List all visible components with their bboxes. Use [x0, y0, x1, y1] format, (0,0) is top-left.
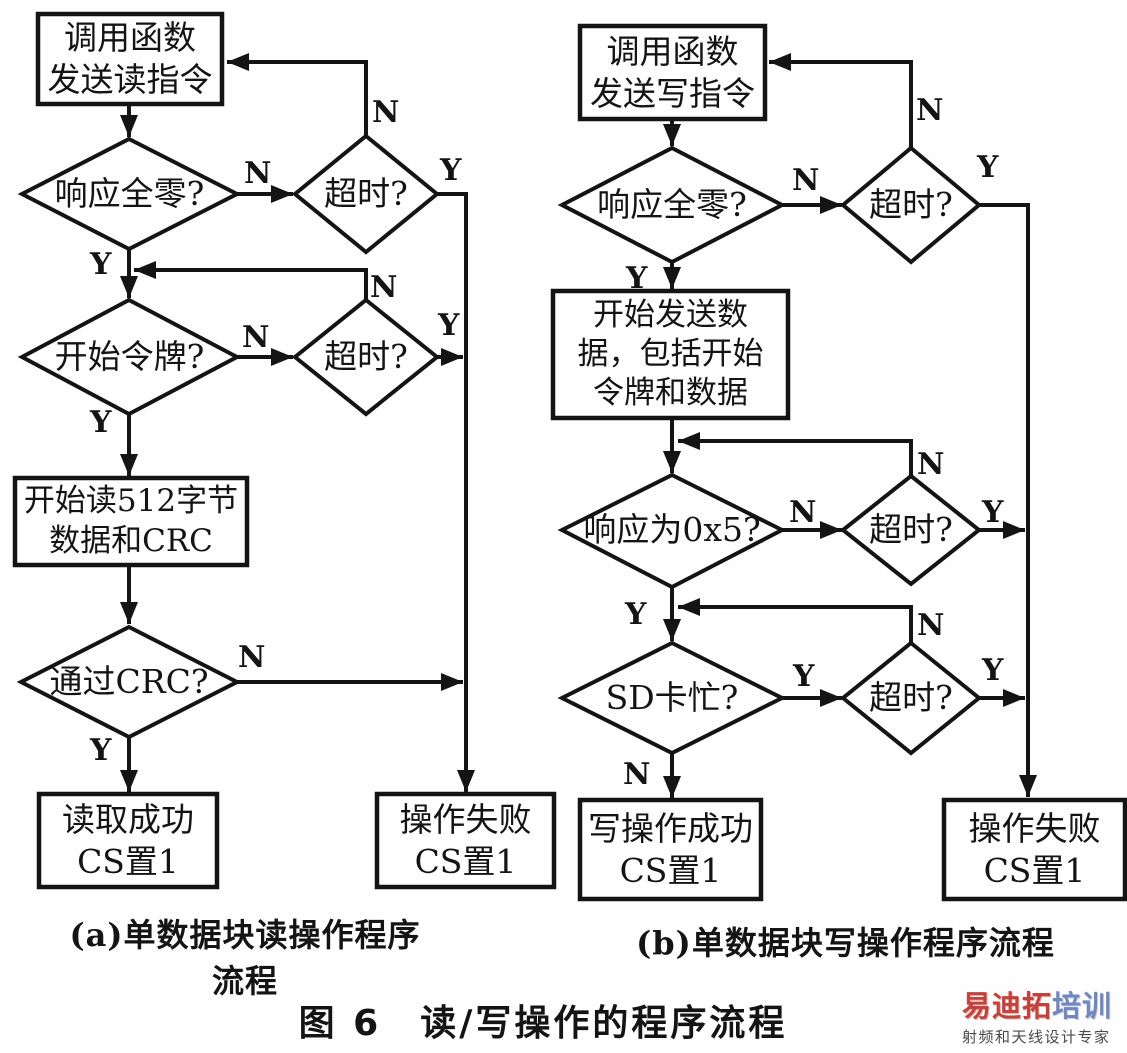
edge-a-zero-no-label: N [244, 156, 272, 191]
node-a-fail-label: 操作失败 CS置1 [399, 799, 532, 881]
figure-title: 图 6 读/写操作的程序流程 [298, 1003, 788, 1044]
node-a-success-box [36, 791, 220, 890]
node-a-timeout1-label: 超时? [324, 174, 408, 214]
watermark-brand-primary: 易迪拓 [962, 989, 1053, 1023]
edge-b-timeout2-no-label: N [917, 447, 945, 482]
edge-b-timeout2-yes-label: Y [982, 495, 1004, 530]
node-a-read-data-label: 开始读512字节 数据和CRC [23, 483, 239, 559]
caption-chart-b: (b)单数据块写操作程序流程 [636, 924, 1055, 962]
node-b-timeout1-label: 超时? [869, 185, 953, 225]
node-b-check-zero-label: 响应全零? [597, 185, 747, 225]
node-b-success-box [577, 797, 764, 902]
edge-b-0x5-no-label: N [789, 495, 817, 530]
edge-b-0x5-yes-label: Y [625, 597, 647, 632]
node-b-send-data-box [550, 288, 791, 421]
node-a-check-crc-label: 通过CRC? [49, 662, 209, 702]
edge-b-zero-no-label: N [792, 163, 820, 198]
node-b-timeout2-label: 超时? [869, 510, 953, 550]
node-b-check-zero-diamond [557, 145, 787, 265]
node-b-check-0x5-diamond [557, 472, 787, 590]
node-b-fail-label: 操作失败 CS置1 [968, 808, 1101, 890]
watermark: 易迪拓培训 射频和天线设计专家 [962, 989, 1122, 1047]
node-a-check-token-diamond [17, 297, 242, 417]
node-a-check-zero-label: 响应全零? [54, 174, 205, 214]
node-b-timeout1-diamond [839, 145, 983, 265]
node-b-start-box [577, 23, 768, 122]
arrow-b-timeout1-yes-to-fail [977, 203, 1037, 797]
node-b-timeout3-label: 超时? [869, 678, 953, 718]
edge-b-busy-yes-label: Y [793, 659, 815, 694]
node-b-start-label: 调用函数 发送写指令 [590, 31, 755, 113]
edge-b-zero-yes-label: Y [626, 261, 648, 296]
edge-a-token-yes-label: Y [90, 405, 112, 440]
edge-a-zero-yes-label: Y [90, 247, 112, 282]
watermark-brand-secondary: 培训 [1052, 989, 1113, 1023]
edge-a-crc-yes-label: Y [90, 733, 112, 768]
caption-chart-a: (a)单数据块读操作程序流程 [69, 916, 421, 1000]
node-a-check-crc-diamond [16, 624, 242, 740]
arrow-a-timeout1-no-loop [227, 53, 368, 138]
node-b-success-label: 写操作成功 CS置1 [588, 808, 753, 890]
edge-a-timeout2-yes-label: Y [438, 308, 460, 343]
watermark-tagline: 射频和天线设计专家 [962, 1027, 1111, 1046]
node-a-read-data-box [12, 475, 250, 568]
edge-b-busy-no-label: N [623, 757, 651, 792]
edge-b-timeout3-no-label: N [917, 608, 945, 643]
node-a-timeout2-diamond [291, 297, 441, 417]
arrow-a-timeout1-yes-to-fail [435, 192, 475, 792]
node-b-check-busy-diamond [557, 640, 787, 756]
arrow-b-timeout2-no-loop [678, 432, 913, 478]
node-a-start-label: 调用函数 发送读指令 [47, 18, 213, 99]
node-a-success-label: 读取成功 CS置1 [62, 799, 194, 881]
node-b-fail-box [941, 797, 1127, 902]
edge-a-token-no-label: N [242, 320, 270, 355]
node-a-fail-box [374, 791, 557, 890]
node-a-start-box [35, 11, 225, 107]
node-a-check-zero-diamond [17, 136, 242, 252]
edge-a-timeout2-no-label: N [370, 270, 398, 305]
edge-a-crc-no-label: N [238, 640, 266, 675]
node-a-check-token-label: 开始令牌? [54, 337, 205, 377]
node-b-send-data-label: 开始发送数 据，包括开始 令牌和数据 [577, 296, 764, 412]
node-a-timeout1-diamond [291, 133, 441, 255]
edge-a-timeout1-no-label: N [372, 95, 400, 130]
watermark-brand: 易迪拓培训 [962, 989, 1122, 1023]
node-b-timeout3-diamond [839, 640, 983, 756]
edge-b-timeout3-yes-label: Y [982, 653, 1004, 688]
arrow-b-timeout1-no-loop [769, 53, 913, 150]
arrow-a-timeout2-no-loop [134, 261, 368, 302]
edge-b-timeout1-yes-label: Y [977, 150, 999, 185]
arrow-b-timeout3-no-loop [678, 598, 913, 645]
edge-a-timeout1-yes-label: Y [440, 153, 462, 188]
node-b-timeout2-diamond [839, 473, 983, 587]
node-a-timeout2-label: 超时? [324, 337, 408, 377]
node-b-check-0x5-label: 响应为0x5? [583, 510, 761, 550]
edge-b-timeout1-no-label: N [916, 93, 944, 128]
node-b-check-busy-label: SD卡忙? [605, 678, 739, 718]
